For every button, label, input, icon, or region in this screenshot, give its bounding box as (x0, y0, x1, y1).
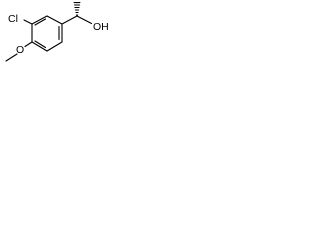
methoxy-bond (24, 41, 33, 48)
methoxy-oxygen-label: O (16, 44, 24, 56)
ring-double-bond (34, 40, 47, 49)
chain-bond (61, 15, 78, 25)
ring-bond (46, 41, 63, 52)
ring-bond (46, 15, 63, 25)
hydroxyl-label: OH (93, 21, 109, 33)
hashed-wedge-bond (73, 2, 81, 16)
chlorine-bond (23, 19, 33, 25)
ring-bond (31, 41, 48, 52)
methyl-bond (5, 53, 18, 62)
chain-bond (76, 15, 93, 25)
ring-double-bond (34, 18, 47, 26)
benzene-ring (31, 15, 63, 52)
ring-bond (31, 15, 48, 25)
chlorine-label: Cl (8, 13, 18, 25)
chemical-structure: Cl O OH (5, 2, 109, 62)
